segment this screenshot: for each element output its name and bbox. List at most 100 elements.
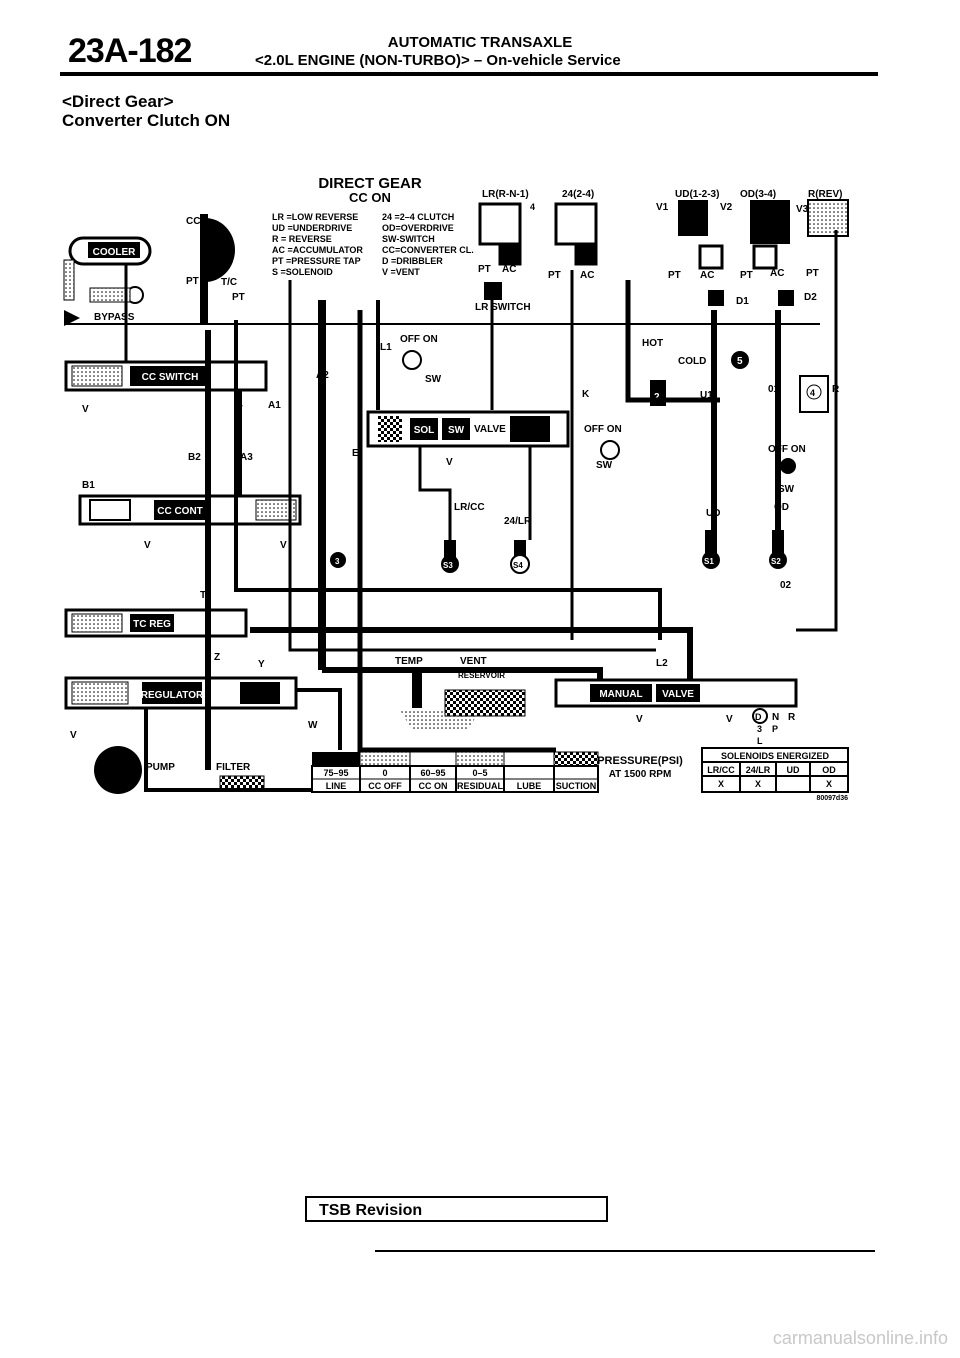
diagram-label: W <box>308 720 318 731</box>
diagram-label: L1 <box>380 342 392 353</box>
solenoids: LR/CC 24/LR S3 S4 3 UD OD S1 S2 02 <box>330 502 792 591</box>
diagram-label: SW <box>425 374 442 385</box>
diagram-label: OFF ON <box>768 444 806 455</box>
diagram-label: 4 <box>810 388 815 398</box>
diagram-label: V2 <box>720 202 733 213</box>
diagram-label: 4 <box>530 202 535 212</box>
solenoid-switch-valve: SOL SW VALVE E V K OFF ON SW <box>352 389 622 471</box>
section-gear: <Direct Gear> <box>62 92 174 111</box>
diagram-label: VALVE <box>474 424 506 435</box>
diagram-label: PT <box>232 292 245 303</box>
diagram-label: SW <box>778 484 795 495</box>
diagram-label: PRESSURE(PSI) <box>597 755 683 767</box>
hydraulic-circuit-diagram: DIRECT GEAR CC ON LR =LOW REVERSE UD =UN… <box>63 175 849 800</box>
diagram-label: T <box>200 590 206 601</box>
diagram-label: 5 <box>737 356 743 367</box>
diagram-label: 01 <box>768 384 780 395</box>
diagram-label: V1 <box>656 202 669 213</box>
reservoir: TEMP VENT RESERVOIR <box>395 656 526 730</box>
cooler: COOLER BYPASS <box>63 236 152 326</box>
diagram-label: SOLENOIDS ENERGIZED <box>721 751 830 761</box>
diagram-label: D <box>755 712 762 722</box>
diagram-label: S3 <box>443 561 453 570</box>
legend-item: SW-SWITCH <box>382 234 435 244</box>
diagram-label: V3 <box>796 204 809 215</box>
diagram-label: TC REG <box>133 619 171 630</box>
section-state: Converter Clutch ON <box>62 111 231 130</box>
diagram-label: 24/LR <box>746 765 771 775</box>
diagram-title: DIRECT GEAR <box>318 175 422 192</box>
pressure-table: 75–95 0 60–95 0–5 LINE CC OFF CC ON RESI… <box>311 751 683 793</box>
clutch-lr-label: LR(R-N-1) <box>482 189 529 200</box>
diagram-label: N <box>772 712 779 723</box>
clutch-od-label: OD(3-4) <box>740 189 776 200</box>
diagram-label: RESIDUAL <box>457 781 504 791</box>
diagram-label: VENT <box>460 656 487 667</box>
diagram-label: PT <box>806 268 819 279</box>
diagram-label: V <box>144 540 151 551</box>
tc-regulator-valve: T TC REG Z Y <box>64 590 265 670</box>
tc-label: T/C <box>221 277 237 288</box>
diagram-label: 3 <box>335 557 340 566</box>
diagram-label: OD <box>774 502 789 513</box>
diagram-label: S2 <box>771 557 781 566</box>
diagram-label: FILTER <box>216 762 251 773</box>
diagram-label: LR/CC <box>707 765 735 775</box>
watermark: carmanualsonline.info <box>772 1328 948 1348</box>
torque-converter: CC T/C PT PT <box>186 214 245 324</box>
diagram-label: SW <box>596 460 613 471</box>
diagram-label: COOLER <box>93 247 137 258</box>
lr-24-clutches <box>478 202 598 266</box>
diagram-label: U1 <box>700 390 713 401</box>
header-rule <box>60 72 878 76</box>
legend: LR =LOW REVERSE UD =UNDERDRIVE R = REVER… <box>272 212 474 277</box>
clutch-rev-label: R(REV) <box>808 189 842 200</box>
legend-item: CC=CONVERTER CL. <box>382 245 474 255</box>
diagram-label: PT <box>740 270 753 281</box>
diagram-label: Z <box>214 652 220 663</box>
legend-item: V =VENT <box>382 267 420 277</box>
diagram-label: L <box>757 736 763 746</box>
diagram-label: OFF ON <box>400 334 438 345</box>
diagram-label: LR/CC <box>454 502 485 513</box>
diagram-label: TEMP <box>395 656 423 667</box>
tsb-revision-box: TSB Revision <box>305 1196 608 1222</box>
manual-valve: L2 MANUAL VALVE V V D N R 3 P L <box>554 658 798 746</box>
ud-od-rev-clutches <box>678 199 849 306</box>
diagram-label: PT <box>668 270 681 281</box>
diagram-label: S4 <box>513 561 523 570</box>
diagram-label: PT <box>548 270 561 281</box>
diagram-label: R <box>788 712 796 723</box>
diagram-label: 0 <box>382 768 387 778</box>
diagram-label: CC SWITCH <box>142 372 199 383</box>
diagram-label: 75–95 <box>323 768 348 778</box>
cc-control-valve: B1 B2 A3 CC CONT V V <box>78 452 302 551</box>
diagram-label: P <box>772 724 778 734</box>
diagram-label: S1 <box>704 557 714 566</box>
fluid-passages <box>66 230 838 792</box>
diagram-label: LINE <box>326 781 347 791</box>
legend-item: AC =ACCUMULATOR <box>272 245 363 255</box>
legend-item: UD =UNDERDRIVE <box>272 223 352 233</box>
diagram-label: 02 <box>780 580 792 591</box>
diagram-label: UD <box>787 765 800 775</box>
diagram-label: K <box>582 389 590 400</box>
legend-item: R = REVERSE <box>272 234 332 244</box>
cc-switch-valve: CC SWITCH V V A1 A2 L1 OFF ON SW <box>64 334 442 415</box>
diagram-label: SOL <box>414 425 435 436</box>
diagram-label: X <box>826 779 832 789</box>
solenoids-energized-table: SOLENOIDS ENERGIZED LR/CC 24/LR UD OD X … <box>701 747 849 800</box>
diagram-label: AC <box>700 270 714 281</box>
clutch-24-label: 24(2-4) <box>562 189 594 200</box>
clutch-ud-label: UD(1-2-3) <box>675 189 719 200</box>
diagram-label: A3 <box>240 452 253 463</box>
diagram-label: AC <box>580 270 594 281</box>
diagram-label: AC <box>502 264 516 275</box>
diagram-label: V <box>726 714 733 725</box>
diagram-label: COLD <box>678 356 706 367</box>
cc-label: CC <box>186 216 200 227</box>
diagram-label: CC OFF <box>368 781 402 791</box>
legend-item: 24 =2–4 CLUTCH <box>382 212 454 222</box>
diagram-label: VALVE <box>662 689 694 700</box>
diagram-label: PT <box>186 276 199 287</box>
